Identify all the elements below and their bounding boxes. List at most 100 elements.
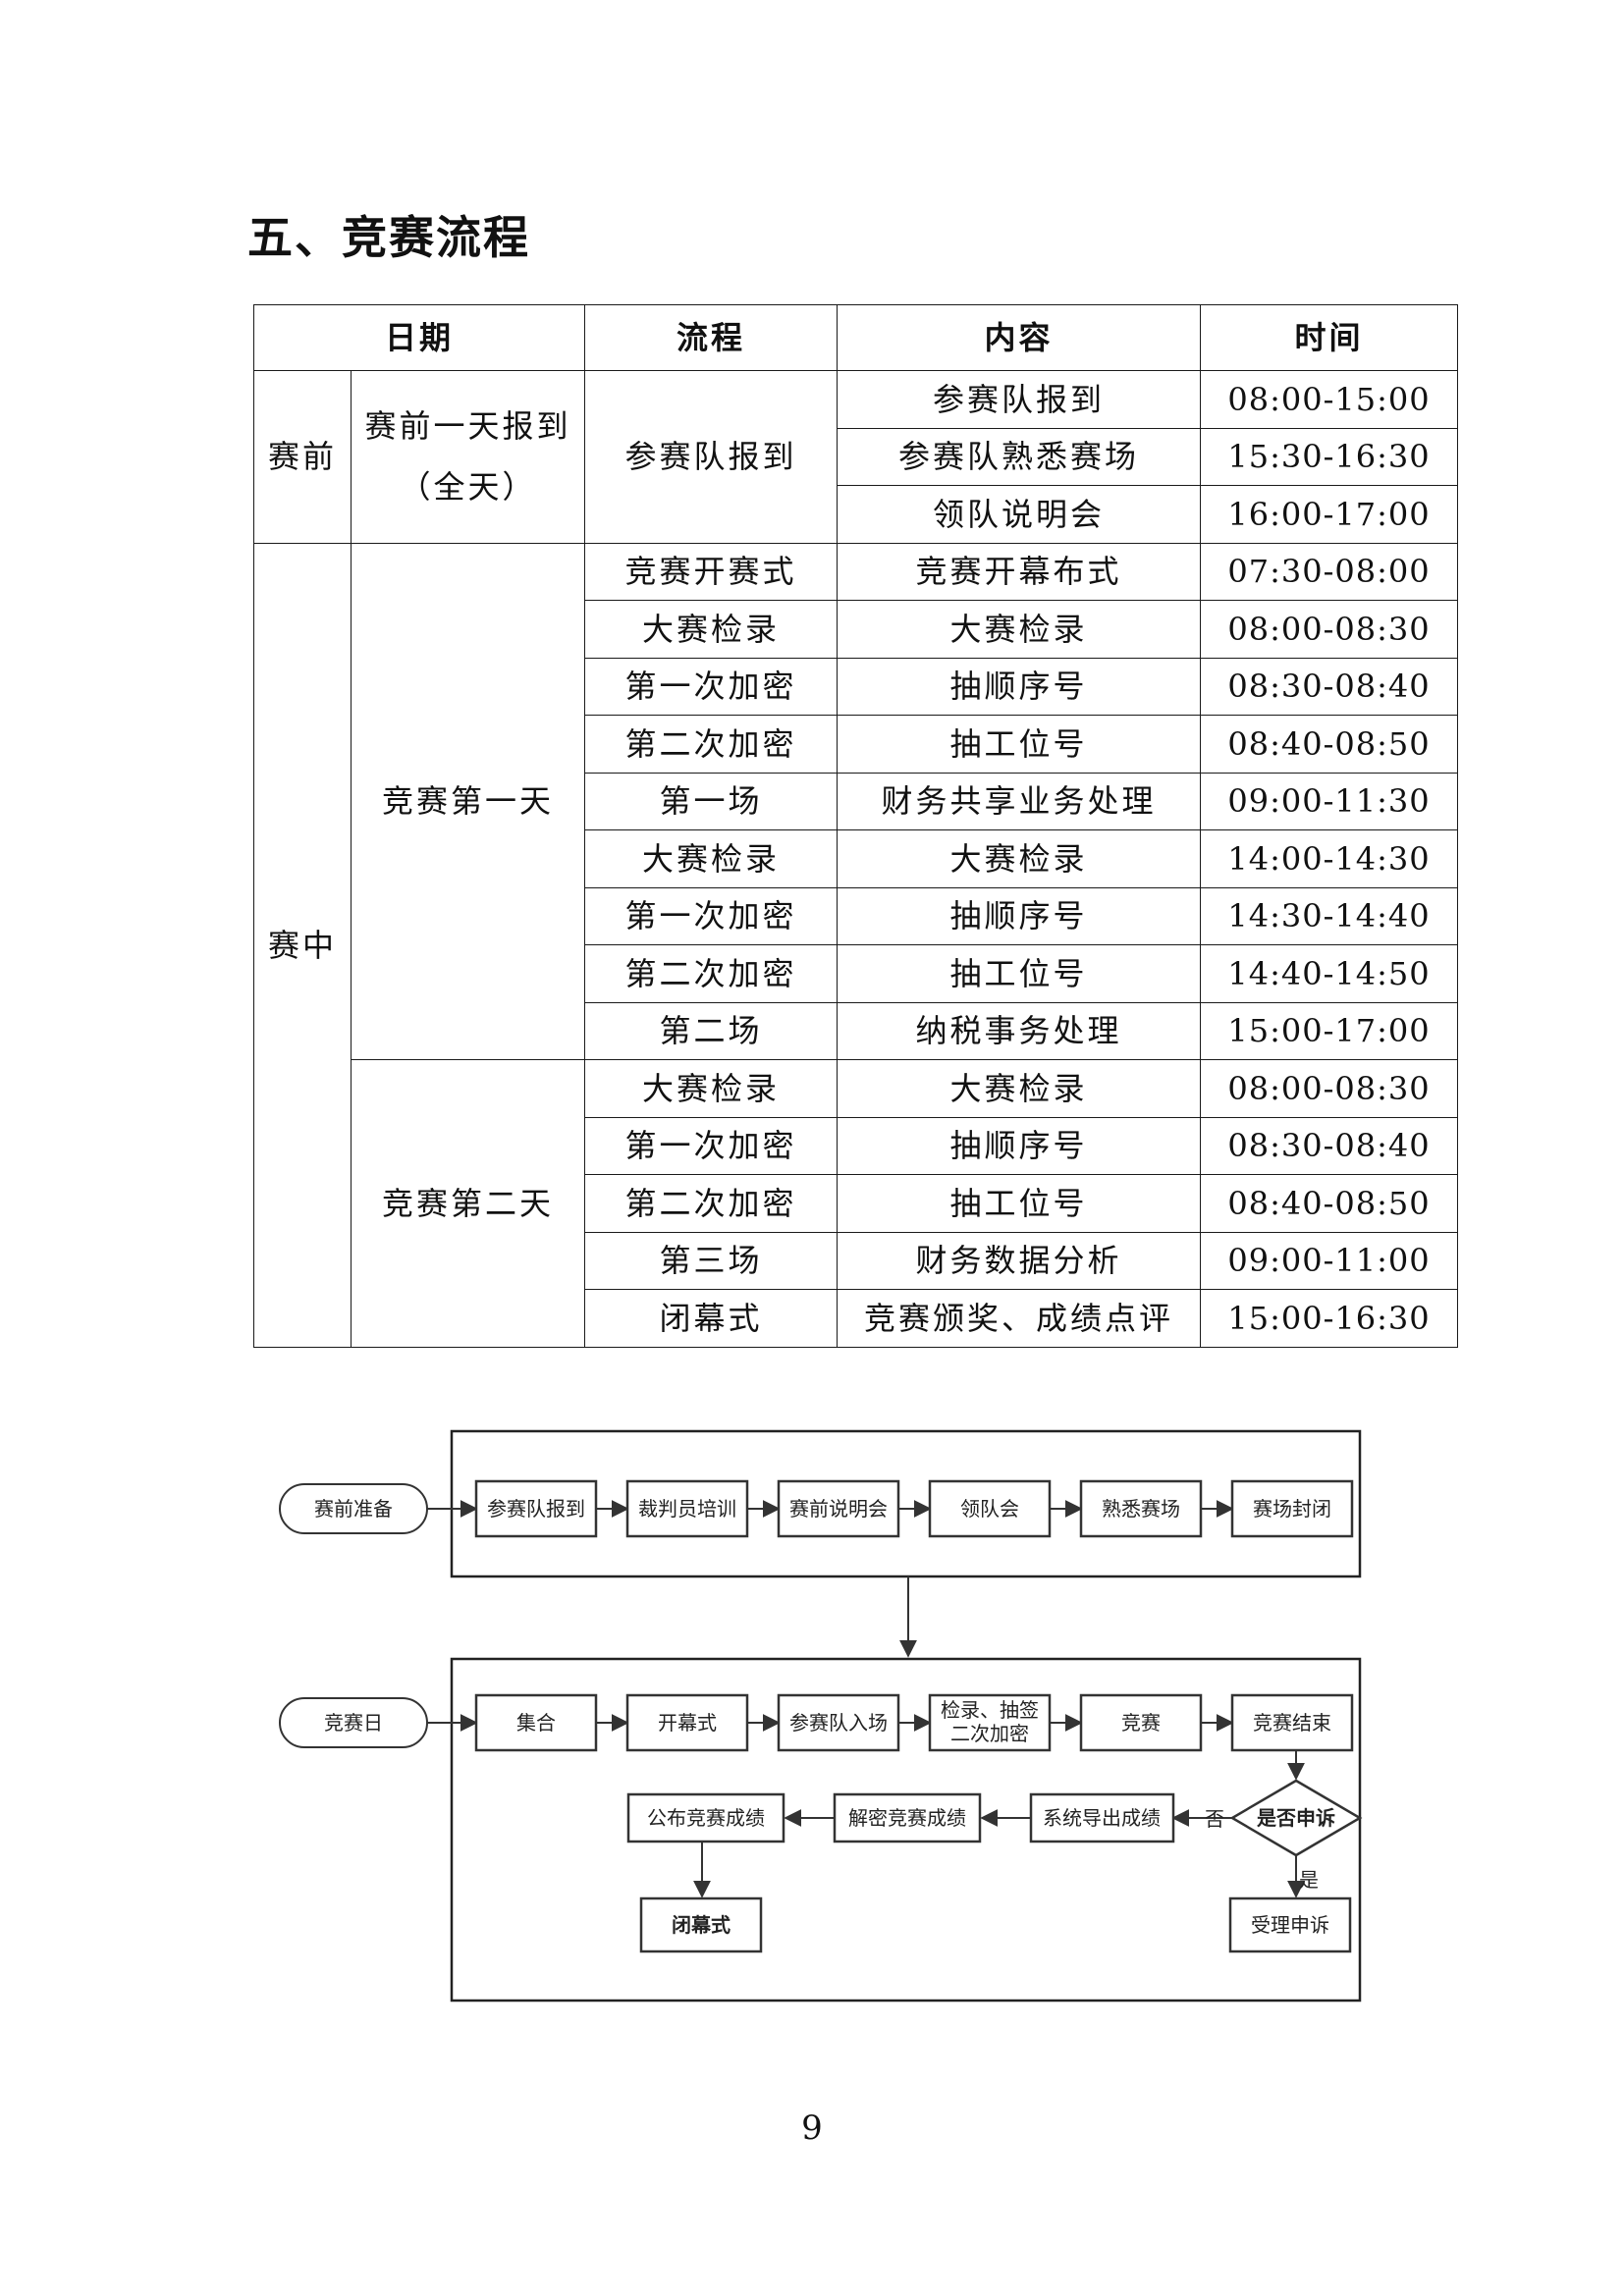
process-cell: 第二次加密 bbox=[584, 944, 839, 1003]
day-cell: 竞赛第二天 bbox=[350, 1059, 586, 1348]
export-box bbox=[1029, 1792, 1175, 1843]
process-cell: 第二次加密 bbox=[584, 1174, 839, 1233]
decrypt-box bbox=[833, 1792, 982, 1843]
content-cell: 抽顺序号 bbox=[837, 886, 1202, 945]
decrypt-label: 解密竞赛成绩 bbox=[848, 1806, 966, 1830]
process-cell: 第一次加密 bbox=[584, 1116, 839, 1175]
content-cell: 财务数据分析 bbox=[837, 1231, 1202, 1290]
publish-label: 公布竞赛成绩 bbox=[647, 1806, 765, 1830]
flow-step-label: 开幕式 bbox=[658, 1711, 717, 1735]
time-cell: 14:00-14:30 bbox=[1200, 829, 1459, 888]
flow-step-box bbox=[625, 1693, 749, 1752]
flow-step-label: 熟悉赛场 bbox=[1102, 1497, 1180, 1521]
content-cell: 财务共享业务处理 bbox=[837, 772, 1202, 830]
process-cell: 大赛检录 bbox=[584, 600, 839, 659]
time-cell: 08:00-08:30 bbox=[1200, 1059, 1459, 1118]
prep-frame bbox=[450, 1429, 1362, 1578]
appeal-label: 受理申诉 bbox=[1251, 1913, 1329, 1937]
day-cell: 竞赛第一天 bbox=[350, 542, 586, 1060]
flowchart: 赛前准备 参赛队报到 裁判员培训 赛前说明会 领队会 熟悉赛场 赛场封闭 竞赛日 集合 开幕… bbox=[279, 1429, 1363, 2002]
header-cell: 流程 bbox=[584, 304, 839, 371]
yes-label: 是 bbox=[1299, 1868, 1319, 1892]
process-cell: 第二次加密 bbox=[584, 715, 839, 774]
flow-step-box bbox=[1230, 1479, 1354, 1538]
flow-step-label: 赛场封闭 bbox=[1253, 1497, 1331, 1521]
page-number: 9 bbox=[801, 2109, 823, 2148]
publish-box bbox=[626, 1792, 785, 1843]
content-cell: 大赛检录 bbox=[837, 1059, 1202, 1118]
flow-step-label: 赛前说明会 bbox=[789, 1497, 888, 1521]
table-header-row: 日期 流程 内容 时间 bbox=[252, 304, 1459, 371]
flow-step-label: 竞赛 bbox=[1121, 1711, 1161, 1735]
process-cell: 第一次加密 bbox=[584, 657, 839, 716]
decision-label: 是否申诉 bbox=[1256, 1806, 1335, 1830]
closing-label: 闭幕式 bbox=[672, 1913, 731, 1937]
flow-step-box bbox=[777, 1693, 900, 1752]
time-cell: 08:00-08:30 bbox=[1200, 600, 1459, 659]
prep-steps: 参赛队报到 裁判员培训 赛前说明会 领队会 熟悉赛场 赛场封闭 bbox=[474, 1479, 1354, 1538]
flow-step-box bbox=[474, 1693, 598, 1752]
content-cell: 抽顺序号 bbox=[837, 1116, 1202, 1175]
day-steps: 集合开幕式参赛队入场检录、抽签二次加密竞赛竞赛结束 bbox=[474, 1693, 1354, 1752]
time-cell: 08:30-08:40 bbox=[1200, 657, 1459, 716]
content-cell: 竞赛颁奖、成绩点评 bbox=[837, 1289, 1202, 1348]
header-cell: 内容 bbox=[837, 304, 1202, 371]
time-cell: 07:30-08:00 bbox=[1200, 542, 1459, 601]
time-cell: 08:30-08:40 bbox=[1200, 1116, 1459, 1175]
content-cell: 抽工位号 bbox=[837, 715, 1202, 774]
header-cell: 时间 bbox=[1200, 304, 1459, 371]
export-label: 系统导出成绩 bbox=[1043, 1806, 1161, 1830]
flow-step-label: 竞赛结束 bbox=[1253, 1711, 1331, 1735]
process-cell: 闭幕式 bbox=[584, 1289, 839, 1348]
time-cell: 08:00-15:00 bbox=[1200, 370, 1459, 429]
content-cell: 抽工位号 bbox=[837, 944, 1202, 1003]
flow-step-label: 裁判员培训 bbox=[638, 1497, 736, 1521]
time-cell: 15:30-16:30 bbox=[1200, 427, 1459, 486]
day-frame bbox=[450, 1657, 1362, 2002]
flow-step-box bbox=[928, 1693, 1052, 1752]
stage-cell: 赛前 bbox=[253, 370, 352, 544]
time-cell: 14:40-14:50 bbox=[1200, 944, 1459, 1003]
time-cell: 15:00-16:30 bbox=[1200, 1289, 1459, 1348]
time-cell: 08:40-08:50 bbox=[1200, 1174, 1459, 1233]
content-cell: 抽工位号 bbox=[837, 1174, 1202, 1233]
flow-step-label: 领队会 bbox=[960, 1497, 1019, 1521]
process-cell: 竞赛开赛式 bbox=[584, 542, 839, 601]
closing-box bbox=[639, 1896, 763, 1953]
process-cell: 第二场 bbox=[584, 1001, 839, 1060]
time-cell: 09:00-11:00 bbox=[1200, 1231, 1459, 1290]
day-start-label: 竞赛日 bbox=[324, 1711, 383, 1735]
flow-step-label: 参赛队报到 bbox=[487, 1497, 585, 1521]
section-heading: 五、竞赛流程 bbox=[247, 211, 530, 264]
time-cell: 08:40-08:50 bbox=[1200, 715, 1459, 774]
no-label: 否 bbox=[1205, 1807, 1224, 1831]
stage-cell: 赛中 bbox=[253, 542, 352, 1348]
process-cell: 第三场 bbox=[584, 1231, 839, 1290]
content-cell: 纳税事务处理 bbox=[837, 1001, 1202, 1060]
flow-prep-section: 赛前准备 参赛队报到 裁判员培训 赛前说明会 领队会 熟悉赛场 赛场封闭 bbox=[279, 1429, 1362, 1578]
flow-step-label: 参赛队入场 bbox=[789, 1711, 888, 1735]
content-cell: 参赛队报到 bbox=[837, 370, 1202, 429]
time-cell: 15:00-17:00 bbox=[1200, 1001, 1459, 1060]
prep-start-label: 赛前准备 bbox=[314, 1497, 393, 1521]
appeal-box bbox=[1228, 1896, 1352, 1953]
flow-step-box bbox=[474, 1479, 598, 1538]
flow-day-section: 竞赛日 集合开幕式参赛队入场检录、抽签二次加密竞赛竞赛结束 是否申诉 否 系统导… bbox=[279, 1657, 1363, 2002]
flow-step-label: 集合 bbox=[516, 1711, 556, 1735]
time-cell: 09:00-11:30 bbox=[1200, 772, 1459, 830]
process-cell: 第一次加密 bbox=[584, 886, 839, 945]
